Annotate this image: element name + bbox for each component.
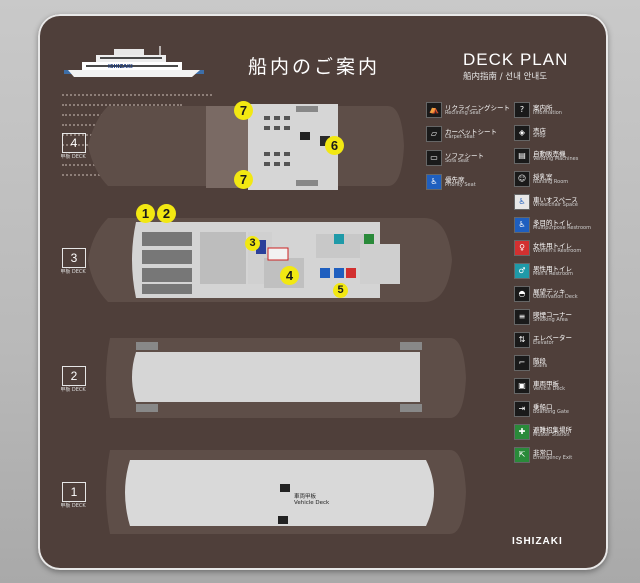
priority-seat-icon: ♿ — [426, 174, 442, 190]
smoking-area-icon: ≡ — [514, 309, 530, 325]
vehicle-deck-icon: ▣ — [514, 378, 530, 394]
braille-strip — [62, 94, 212, 98]
deck-1-caption: 甲板 DECK — [60, 503, 86, 509]
deck-4-caption: 甲板 DECK — [60, 154, 86, 160]
womens-restroom-icon: ♀ — [514, 240, 530, 256]
marker-6[interactable]: 6 — [325, 136, 344, 155]
deck-2-plan — [106, 338, 466, 418]
deck-1-plan — [106, 450, 466, 534]
reclining-seat-icon: ⛺ — [426, 102, 442, 118]
multipurpose-restroom-icon: ♿ — [514, 217, 530, 233]
information-icon: ? — [514, 102, 530, 118]
page-title-en: DECK PLAN — [463, 50, 569, 69]
ship-name-label: ISHIZAKI — [108, 64, 133, 70]
page-title-jp: 船内のご案内 — [248, 56, 381, 78]
deck-4-plan — [88, 104, 404, 190]
marker-1[interactable]: 1 — [136, 204, 155, 223]
wheelchair-space-icon: ♿ — [514, 194, 530, 210]
mens-restroom-icon: ♂ — [514, 263, 530, 279]
carpet-seat-icon: ▱ — [426, 126, 442, 142]
deck-2-caption: 甲板 DECK — [60, 387, 86, 393]
ship-illustration — [64, 46, 204, 77]
deck-4-number: 4 — [62, 133, 86, 153]
elevator-icon: ⇅ — [514, 332, 530, 348]
marker-5[interactable]: 5 — [333, 283, 348, 298]
vending-machine-icon: ▤ — [514, 148, 530, 164]
deck-2-number: 2 — [62, 366, 86, 386]
deck-3-plan — [88, 218, 452, 302]
marker-7-top[interactable]: 7 — [234, 101, 253, 120]
deck-1-vehicle-label: 車両甲板 Vehicle Deck — [294, 494, 329, 506]
deck-3-caption: 甲板 DECK — [60, 269, 86, 275]
deck-3-number: 3 — [62, 248, 86, 268]
page-subtitle: 船内指南 / 선내 안내도 — [463, 72, 548, 82]
deck-1-number: 1 — [62, 482, 86, 502]
boarding-gate-icon: ⇥ — [514, 401, 530, 417]
emergency-exit-icon: ⇱ — [514, 447, 530, 463]
marker-3[interactable]: 3 — [245, 236, 260, 251]
brand-logo: ISHIZAKI — [512, 536, 563, 547]
shop-icon: ◈ — [514, 125, 530, 141]
marker-4[interactable]: 4 — [280, 266, 299, 285]
nursing-room-icon: ☺ — [514, 171, 530, 187]
stairs-icon: ⌐ — [514, 355, 530, 371]
sofa-seat-icon: ▭ — [426, 150, 442, 166]
marker-7-bottom[interactable]: 7 — [234, 170, 253, 189]
vehicle-deck-label-en: Vehicle Deck — [294, 500, 330, 506]
observation-deck-icon: ◓ — [514, 286, 530, 302]
braille-strip — [62, 104, 182, 108]
muster-station-icon: ✚ — [514, 424, 530, 440]
marker-2[interactable]: 2 — [157, 204, 176, 223]
vehicle-deck-label-jp: 車両甲板 — [294, 494, 317, 500]
